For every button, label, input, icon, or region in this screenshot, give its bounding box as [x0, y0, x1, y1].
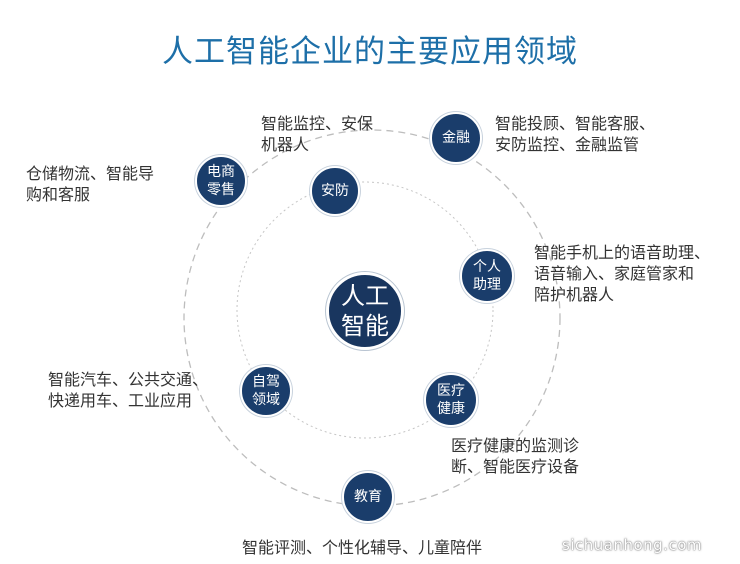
watermark: sichuanhong.com	[562, 536, 702, 554]
node-autonomous-driving: 自驾 领域	[240, 365, 292, 417]
desc-autonomous-driving: 智能汽车、公共交通、 快递用车、工业应用	[48, 370, 209, 410]
desc-ecommerce: 仓储物流、智能导 购和客服	[26, 164, 155, 204]
node-medical-label: 医疗 健康	[437, 383, 465, 417]
node-medical: 医疗 健康	[424, 373, 478, 427]
node-ecommerce-label: 电商 零售	[207, 164, 235, 198]
center-node-ai: 人工 智能	[326, 272, 404, 350]
node-security: 安防	[310, 166, 360, 216]
node-education-label: 教育	[354, 489, 382, 505]
center-node-label: 人工 智能	[341, 282, 389, 340]
diagram-title: 人工智能企业的主要应用领域	[162, 34, 578, 70]
node-finance: 金融	[430, 112, 482, 164]
node-finance-label: 金融	[442, 130, 470, 146]
desc-medical: 医疗健康的监测诊 断、智能医疗设备	[451, 436, 580, 476]
desc-education: 智能评测、个性化辅导、儿童陪伴	[242, 538, 483, 557]
node-assistant: 个人 助理	[460, 249, 514, 303]
node-assistant-label: 个人 助理	[473, 259, 501, 293]
desc-assistant: 智能手机上的语音助理、 语音输入、家庭管家和 陪护机器人	[534, 243, 711, 304]
node-education: 教育	[342, 471, 394, 523]
node-security-label: 安防	[321, 183, 349, 199]
node-autonomous-driving-label: 自驾 领域	[252, 374, 280, 408]
desc-security: 智能监控、安保 机器人	[261, 114, 374, 154]
outer-orbit-ring	[183, 129, 561, 507]
inner-orbit-ring	[236, 181, 494, 439]
desc-finance: 智能投顾、智能客服、 安防监控、金融监管	[495, 114, 656, 154]
node-ecommerce: 电商 零售	[195, 155, 247, 207]
